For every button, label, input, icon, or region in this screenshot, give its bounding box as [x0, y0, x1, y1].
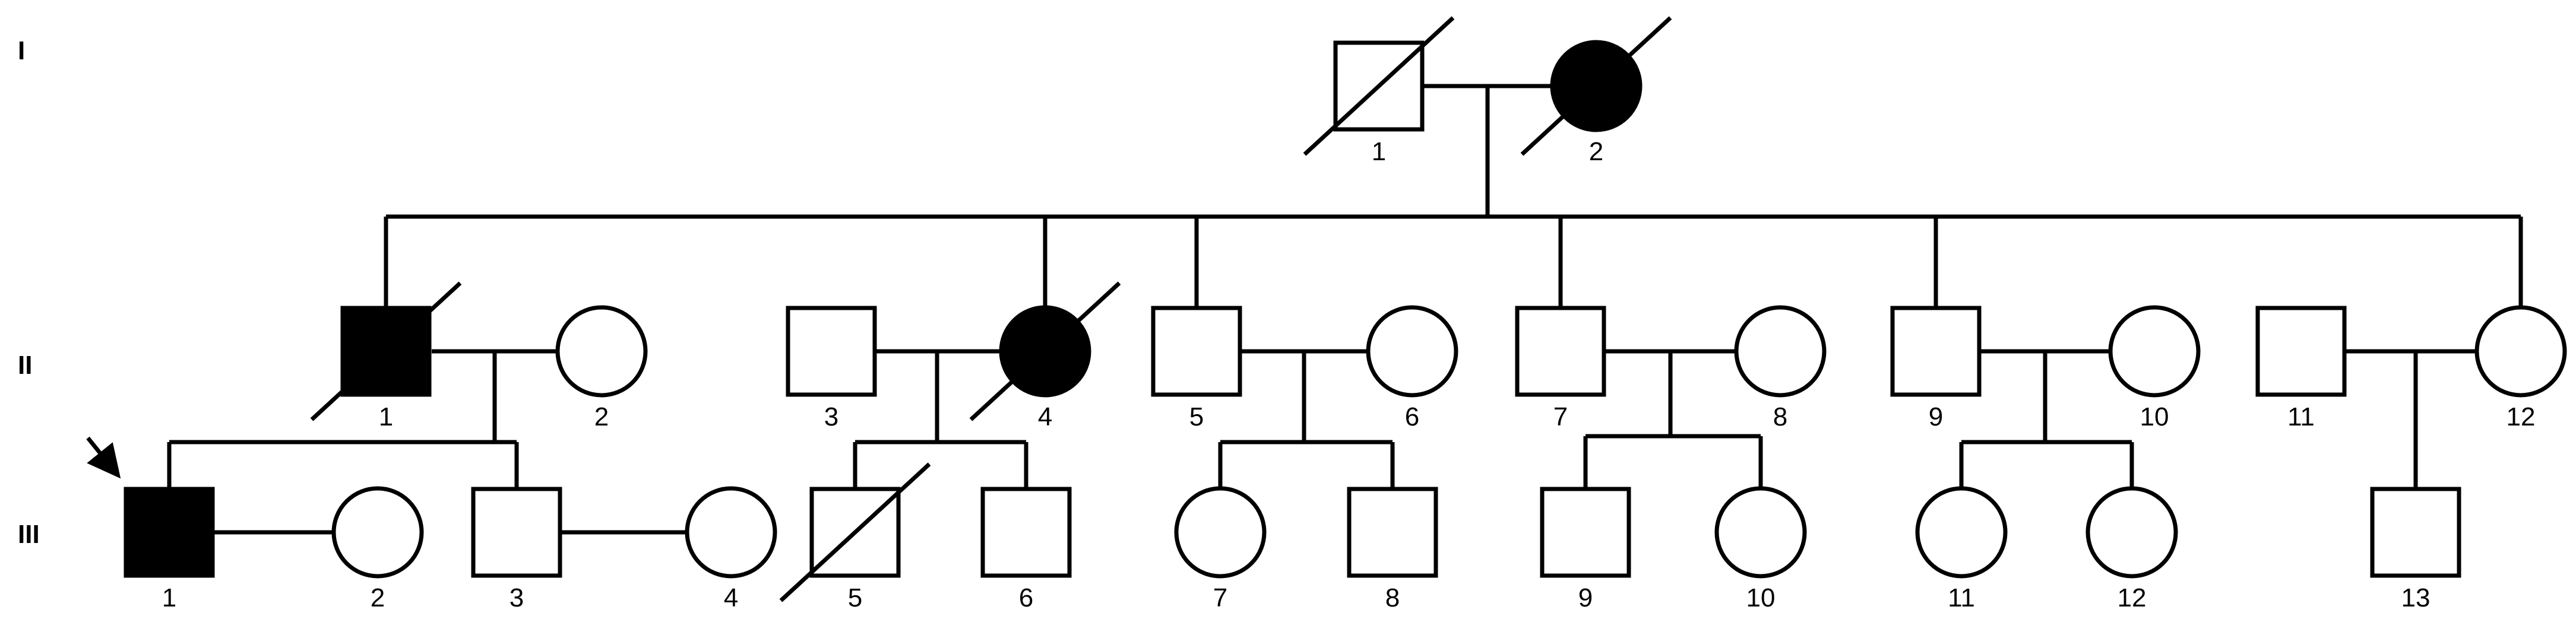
- individual-number-label: 2: [371, 583, 385, 612]
- individual-I-1: 1: [1303, 16, 1455, 166]
- female-circle: [2474, 305, 2567, 398]
- individual-number-label: 7: [1553, 402, 1568, 431]
- individual-II-7: 7: [1515, 306, 1606, 431]
- individual-III-12: 12: [2086, 486, 2178, 612]
- individual-number-label: 6: [1019, 583, 1033, 612]
- individual-III-1: 1: [124, 487, 215, 612]
- individual-number-label: 11: [1948, 583, 1975, 612]
- individual-II-12: 12: [2474, 305, 2567, 431]
- individual-number-label: 4: [724, 583, 738, 612]
- male-square: [1347, 487, 1438, 578]
- male-square: [2255, 306, 2347, 397]
- individual-II-1: 1: [310, 281, 462, 431]
- individual-III-2: 2: [331, 486, 424, 612]
- individual-II-6: 6: [1366, 305, 1458, 431]
- individual-number-label: 9: [1578, 583, 1593, 612]
- female-circle: [1714, 486, 1807, 579]
- individual-number-label: 10: [1746, 583, 1776, 612]
- individual-II-10: 10: [2108, 305, 2201, 431]
- female-circle: [1734, 305, 1827, 398]
- individual-number-label: 2: [1589, 137, 1603, 166]
- female-circle: [1915, 486, 2008, 579]
- individual-II-8: 8: [1734, 305, 1827, 431]
- male-square: [1890, 306, 1982, 397]
- individual-number-label: 6: [1405, 402, 1419, 431]
- individual-III-8: 8: [1347, 487, 1438, 612]
- relationship-lines: [86, 84, 2523, 535]
- generation-label-II: II: [18, 351, 32, 380]
- male-square: [1540, 487, 1631, 578]
- individual-I-2: 2: [1520, 16, 1672, 166]
- individual-III-10: 10: [1714, 486, 1807, 612]
- individual-number-label: 12: [2118, 583, 2147, 612]
- individual-number-label: 1: [162, 583, 176, 612]
- individual-III-7: 7: [1174, 486, 1267, 612]
- male-square: [980, 487, 1072, 578]
- individual-number-label: 1: [1372, 137, 1386, 166]
- individual-number-label: 11: [2287, 402, 2315, 431]
- female-circle: [1366, 305, 1458, 398]
- individual-number-label: 4: [1038, 402, 1052, 431]
- individual-number-label: 8: [1385, 583, 1400, 612]
- female-circle: [685, 486, 777, 579]
- male-square: [1515, 306, 1606, 397]
- individual-number-label: 12: [2507, 402, 2536, 431]
- individual-II-9: 9: [1890, 306, 1982, 431]
- female-circle: [555, 305, 648, 398]
- individual-III-6: 6: [980, 487, 1072, 612]
- individual-number-label: 1: [379, 402, 393, 431]
- individual-III-11: 11: [1915, 486, 2008, 612]
- deceased-slash: [310, 281, 462, 421]
- individual-number-label: 3: [509, 583, 524, 612]
- male-square: [1151, 306, 1242, 397]
- individual-III-9: 9: [1540, 487, 1631, 612]
- individual-number-label: 2: [594, 402, 609, 431]
- individual-II-5: 5: [1151, 306, 1242, 431]
- male-square: [786, 306, 877, 397]
- deceased-slash: [1520, 16, 1672, 156]
- individual-III-4: 4: [685, 486, 777, 612]
- male-square: [124, 487, 215, 578]
- individual-number-label: 5: [1189, 402, 1204, 431]
- individual-II-2: 2: [555, 305, 648, 431]
- deceased-slash: [1303, 16, 1455, 156]
- female-circle: [2108, 305, 2201, 398]
- individual-II-3: 3: [786, 306, 877, 431]
- female-circle: [2086, 486, 2178, 579]
- female-circle: [331, 486, 424, 579]
- individual-III-3: 3: [471, 487, 562, 612]
- individual-number-label: 8: [1773, 402, 1787, 431]
- individual-II-11: 11: [2255, 306, 2347, 431]
- male-square: [471, 487, 562, 578]
- individual-III-13: 13: [2370, 487, 2461, 612]
- male-square: [2370, 487, 2461, 578]
- individual-II-4: 4: [969, 281, 1121, 431]
- individual-number-label: 3: [824, 402, 838, 431]
- proband-arrow: [86, 436, 121, 479]
- individual-number-label: 5: [848, 583, 862, 612]
- deceased-slash: [779, 462, 931, 602]
- individual-number-label: 13: [2401, 583, 2431, 612]
- deceased-slash: [969, 281, 1121, 421]
- individual-number-label: 10: [2140, 402, 2169, 431]
- generation-label-III: III: [18, 520, 40, 549]
- female-circle: [1174, 486, 1267, 579]
- individual-III-5: 5: [779, 462, 931, 612]
- generation-label-I: I: [18, 36, 25, 65]
- individual-number-label: 7: [1213, 583, 1227, 612]
- individual-number-label: 9: [1929, 402, 1943, 431]
